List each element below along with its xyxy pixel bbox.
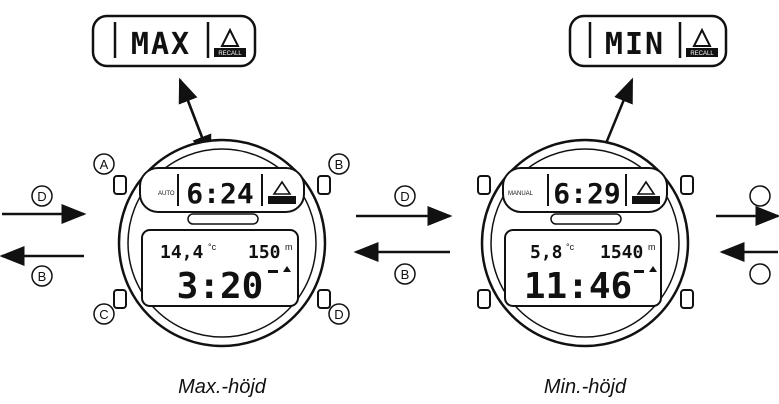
mountain-icon (220, 27, 240, 47)
pusher-c (113, 289, 127, 309)
recall-badge-small (268, 196, 296, 204)
altitude-value: 150 (248, 242, 281, 263)
temperature-value: 14,4 (160, 242, 204, 263)
upper-time-min: 6:29 (553, 177, 620, 210)
lcd-screen-min (504, 229, 662, 307)
temperature-unit: °c (208, 242, 217, 252)
recall-label: RECALL (218, 51, 242, 57)
recall-badge (214, 48, 246, 57)
svg-text:A: A (100, 157, 109, 172)
temperature-unit-min: °c (566, 242, 575, 252)
svg-text:B: B (38, 269, 47, 284)
altitude-unit: m (285, 242, 293, 252)
main-time: 3:20 (177, 266, 264, 307)
caption-max: Max.-höjd (178, 376, 267, 398)
svg-text:D: D (400, 189, 409, 204)
lcd-screen (141, 229, 299, 307)
panel-max: MAX RECALL AUTO 6:24 14,4 °c 150 m 3:20 (0, 14, 350, 398)
button-label-c (93, 303, 115, 325)
alarm-icon (283, 266, 291, 272)
svg-text:C: C (99, 307, 108, 322)
panel-min: MIN RECALL MANUAL 6:29 5,8 °c 1540 m 11:… (477, 14, 728, 398)
pusher-b (317, 175, 331, 195)
zoom-display-text-min: MIN (605, 27, 665, 62)
arrow-label-b-left (31, 265, 53, 287)
button-label-b (328, 153, 350, 175)
altitude-value-min: 1540 (600, 242, 643, 263)
button-label-a (93, 153, 115, 175)
pusher-a (113, 175, 127, 195)
right-edge-arrows (716, 185, 779, 285)
main-time-min: 11:46 (524, 266, 632, 307)
upper-time: 6:24 (186, 177, 253, 210)
mountain-icon-small (272, 180, 292, 195)
light-button-ring (187, 213, 259, 225)
temperature-value-min: 5,8 (530, 242, 563, 263)
recall-badge-min (686, 48, 718, 57)
caption-min: Min.-höjd (544, 376, 627, 398)
button-label-d (328, 303, 350, 325)
zoom-display-text: MAX (131, 27, 191, 62)
svg-text:D: D (334, 307, 343, 322)
altitude-unit-min: m (648, 242, 656, 252)
arrow-label-d-left (31, 185, 53, 207)
svg-text:B: B (401, 267, 410, 282)
mode-badge: AUTO (158, 191, 175, 197)
svg-text:B: B (335, 157, 344, 172)
recall-label-min: RECALL (690, 51, 714, 57)
alarm-icon-min (649, 266, 657, 272)
svg-text:D: D (37, 189, 46, 204)
pm-indicator (268, 270, 278, 273)
arrow-label-b-middle (394, 263, 416, 285)
arrow-label-d-middle (394, 185, 416, 207)
mountain-icon-min (692, 27, 712, 47)
mode-badge-min: MANUAL (508, 191, 534, 197)
pusher-d (317, 289, 331, 309)
middle-arrows: D B (353, 185, 453, 285)
